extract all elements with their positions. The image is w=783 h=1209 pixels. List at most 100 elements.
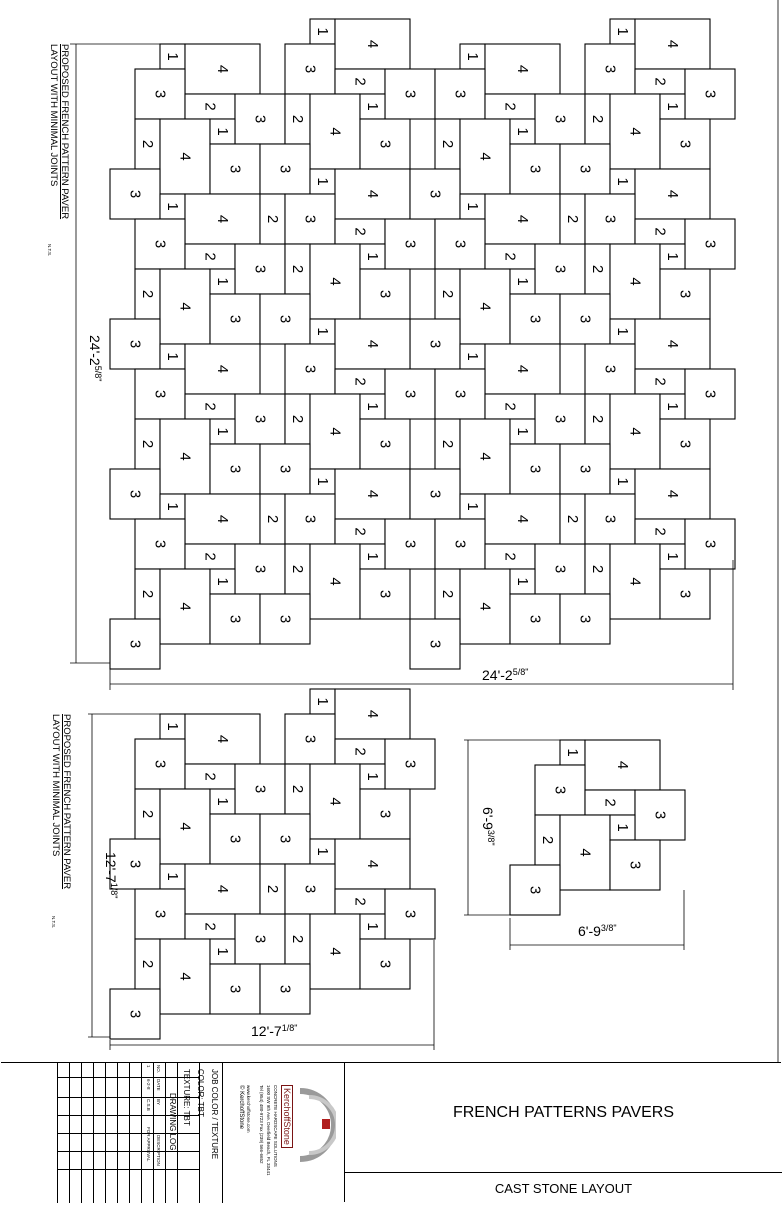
paver-type-2: 2 — [284, 93, 311, 145]
svg-text:3: 3 — [152, 760, 169, 768]
svg-text:3: 3 — [277, 315, 294, 323]
paver-type-1: 1 — [159, 863, 186, 890]
paver-type-2: 2 — [284, 543, 311, 595]
paver-type-3: 3 — [409, 168, 461, 220]
paver-type-2: 2 — [184, 243, 236, 270]
paver-type-4: 4 — [184, 863, 261, 915]
svg-text:4: 4 — [477, 152, 494, 160]
svg-text:1: 1 — [664, 102, 681, 110]
paver-type-1: 1 — [309, 168, 336, 195]
paver-type-4: 4 — [309, 393, 361, 470]
paver-type-2: 2 — [584, 243, 611, 295]
paver-type-4: 4 — [334, 18, 411, 70]
paver-type-2: 2 — [259, 493, 286, 545]
svg-text:1: 1 — [364, 922, 381, 930]
paver-type-4: 4 — [159, 568, 211, 645]
log-row-no: 1 — [146, 1065, 151, 1068]
paver-type-3: 3 — [259, 813, 311, 865]
paver-type-2: 2 — [584, 789, 636, 816]
svg-text:2: 2 — [439, 590, 456, 598]
svg-text:1: 1 — [614, 27, 631, 35]
svg-text:3: 3 — [277, 615, 294, 623]
paver-type-3: 3 — [434, 68, 486, 120]
svg-text:4: 4 — [214, 215, 231, 223]
svg-text:2: 2 — [139, 140, 156, 148]
paver-type-4: 4 — [559, 814, 611, 891]
paver-type-3: 3 — [134, 218, 186, 270]
paver-type-4: 4 — [309, 93, 361, 170]
paver-type-2: 2 — [634, 368, 686, 395]
svg-text:3: 3 — [377, 960, 394, 968]
paver-type-4: 4 — [159, 418, 211, 495]
svg-text:1: 1 — [314, 177, 331, 185]
paver-type-3: 3 — [109, 318, 161, 370]
svg-text:3: 3 — [252, 115, 269, 123]
svg-text:3: 3 — [452, 540, 469, 548]
svg-text:1: 1 — [614, 477, 631, 485]
svg-text:2: 2 — [139, 440, 156, 448]
svg-text:4: 4 — [614, 761, 631, 769]
paver-type-3: 3 — [259, 143, 311, 195]
paver-type-2: 2 — [184, 543, 236, 570]
svg-text:4: 4 — [627, 277, 644, 285]
paver-type-4: 4 — [309, 243, 361, 320]
brand-address: 1600 SW 9th Ave. Deerfield Beach, FL 334… — [266, 1085, 271, 1176]
svg-text:3: 3 — [302, 515, 319, 523]
svg-text:1: 1 — [164, 872, 181, 880]
svg-text:2: 2 — [139, 810, 156, 818]
svg-text:1: 1 — [364, 552, 381, 560]
paver-type-2: 2 — [134, 788, 161, 840]
svg-text:1: 1 — [614, 177, 631, 185]
paver-type-3: 3 — [234, 243, 286, 295]
log-row-by: C.S.B — [146, 1099, 151, 1111]
svg-text:4: 4 — [177, 972, 194, 980]
svg-text:3: 3 — [402, 240, 419, 248]
paver-type-3: 3 — [209, 443, 261, 495]
svg-text:3: 3 — [552, 786, 569, 794]
paver-type-4: 4 — [484, 43, 561, 95]
paver-type-3: 3 — [234, 543, 286, 595]
svg-text:1: 1 — [164, 502, 181, 510]
svg-text:4: 4 — [214, 735, 231, 743]
paver-type-3: 3 — [234, 93, 286, 145]
svg-text:2: 2 — [652, 77, 669, 85]
svg-text:4: 4 — [664, 490, 681, 498]
medium-width-label: 12'-71/8" — [251, 1023, 297, 1039]
brand-name: KerchoffStone — [281, 1085, 293, 1148]
paver-type-2: 2 — [534, 814, 561, 866]
svg-text:2: 2 — [539, 836, 556, 844]
paver-type-3: 3 — [109, 988, 161, 1040]
brand-phone: Tel (954) 480-9723 Fax (239) 566-6652 — [259, 1085, 264, 1164]
paver-type-4: 4 — [634, 318, 711, 370]
svg-text:3: 3 — [277, 165, 294, 173]
paver-type-2: 2 — [334, 368, 386, 395]
svg-text:1: 1 — [214, 427, 231, 435]
paver-type-1: 1 — [659, 243, 686, 270]
revision-grid — [57, 1063, 200, 1203]
paver-type-2: 2 — [484, 393, 536, 420]
large-height-label: 24'-25/8" — [87, 335, 103, 381]
svg-text:3: 3 — [277, 835, 294, 843]
svg-text:4: 4 — [627, 127, 644, 135]
paver-type-3: 3 — [584, 493, 636, 545]
svg-text:4: 4 — [627, 427, 644, 435]
paver-type-4: 4 — [309, 763, 361, 840]
svg-text:2: 2 — [502, 102, 519, 110]
paver-type-3: 3 — [284, 343, 336, 395]
svg-text:2: 2 — [652, 527, 669, 535]
svg-text:3: 3 — [527, 886, 544, 894]
paver-type-3: 3 — [659, 418, 711, 470]
paver-type-3: 3 — [559, 143, 611, 195]
svg-text:3: 3 — [577, 465, 594, 473]
paver-type-3: 3 — [509, 143, 561, 195]
svg-text:1: 1 — [314, 327, 331, 335]
svg-text:3: 3 — [402, 910, 419, 918]
svg-text:4: 4 — [327, 427, 344, 435]
svg-text:4: 4 — [177, 602, 194, 610]
paver-type-4: 4 — [334, 168, 411, 220]
paver-type-3: 3 — [109, 618, 161, 670]
svg-text:2: 2 — [139, 290, 156, 298]
paver-type-1: 1 — [509, 418, 536, 445]
svg-text:3: 3 — [152, 240, 169, 248]
